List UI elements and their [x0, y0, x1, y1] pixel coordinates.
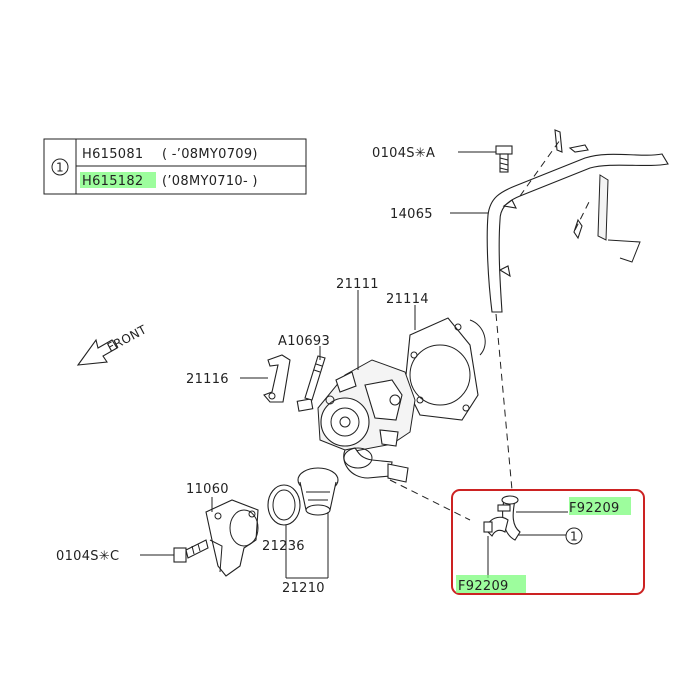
front-arrow-icon [76, 338, 118, 366]
bolt-a [495, 145, 513, 173]
label-bracket: 21116 [186, 372, 229, 387]
highlight-marker [80, 172, 156, 188]
coolant-pipe [486, 129, 669, 313]
bracket [263, 354, 291, 403]
label-gasket-ring: 21236 [262, 539, 305, 554]
thermostat [297, 467, 339, 516]
table-row-2-part: H615182 [82, 174, 144, 189]
label-bolt-c: 0104S✳C [56, 549, 119, 564]
front-arrow: FRONT [76, 322, 149, 366]
table-row-1-part: H615081 [82, 147, 144, 162]
table-row-2-range: (’08MY0710- ) [162, 174, 258, 189]
label-cover: 11060 [186, 482, 229, 497]
label-pipe: 14065 [390, 207, 433, 222]
table-ref-number: 1 [56, 161, 64, 175]
label-housing: 21111 [336, 277, 379, 292]
gasket-ring [267, 484, 301, 526]
label-hose-ref: 1 [570, 530, 578, 544]
bolt-long [296, 355, 326, 412]
table-row-1-range: ( -’08MY0709) [162, 147, 258, 162]
label-gasket-top: 21114 [386, 292, 429, 307]
label-bolt-a: 0104S✳A [372, 146, 435, 161]
clamp-top-highlight [569, 497, 631, 515]
gasket-plate [404, 317, 486, 421]
clamp-bottom-highlight [456, 575, 526, 593]
pump-housing [317, 359, 416, 483]
hose-elbow [483, 495, 521, 541]
label-clamp-bottom: F92209 [458, 579, 509, 594]
front-label: FRONT [105, 322, 149, 354]
thermostat-cover [205, 499, 259, 577]
label-thermostat: 21210 [282, 581, 325, 596]
bolt-c [173, 539, 209, 563]
reference-table: 1 H615081 ( -’08MY0709) H615182 (’08MY07… [43, 138, 307, 195]
ref-circle-icon [51, 158, 69, 176]
label-clamp-top: F92209 [569, 501, 620, 516]
label-bolt-long: A10693 [278, 334, 330, 349]
hose-ref-circle-icon [565, 527, 583, 545]
callout-box [451, 489, 645, 595]
